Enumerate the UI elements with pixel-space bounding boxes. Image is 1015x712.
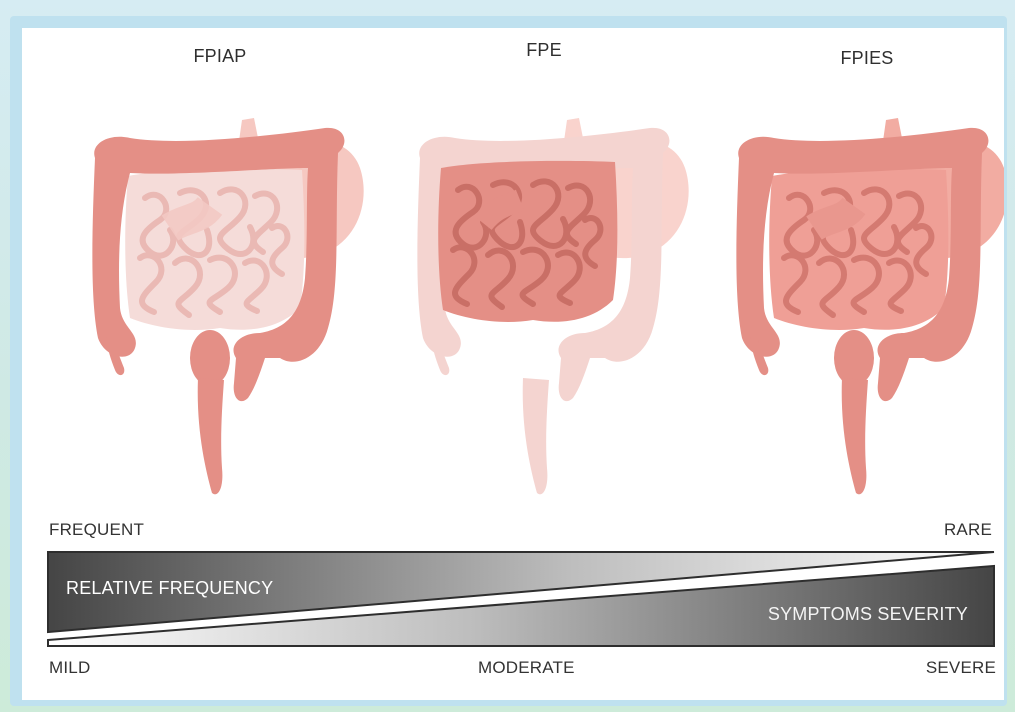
label-relative-frequency: RELATIVE FREQUENCY xyxy=(66,578,273,599)
scale-wedges xyxy=(22,28,1004,700)
label-symptoms-severity: SYMPTOMS SEVERITY xyxy=(768,604,968,625)
diagram-panel: FPIAP FPE FPIES xyxy=(22,28,1004,700)
label-mild: MILD xyxy=(49,658,90,678)
label-severe: SEVERE xyxy=(926,658,996,678)
label-moderate: MODERATE xyxy=(478,658,575,678)
